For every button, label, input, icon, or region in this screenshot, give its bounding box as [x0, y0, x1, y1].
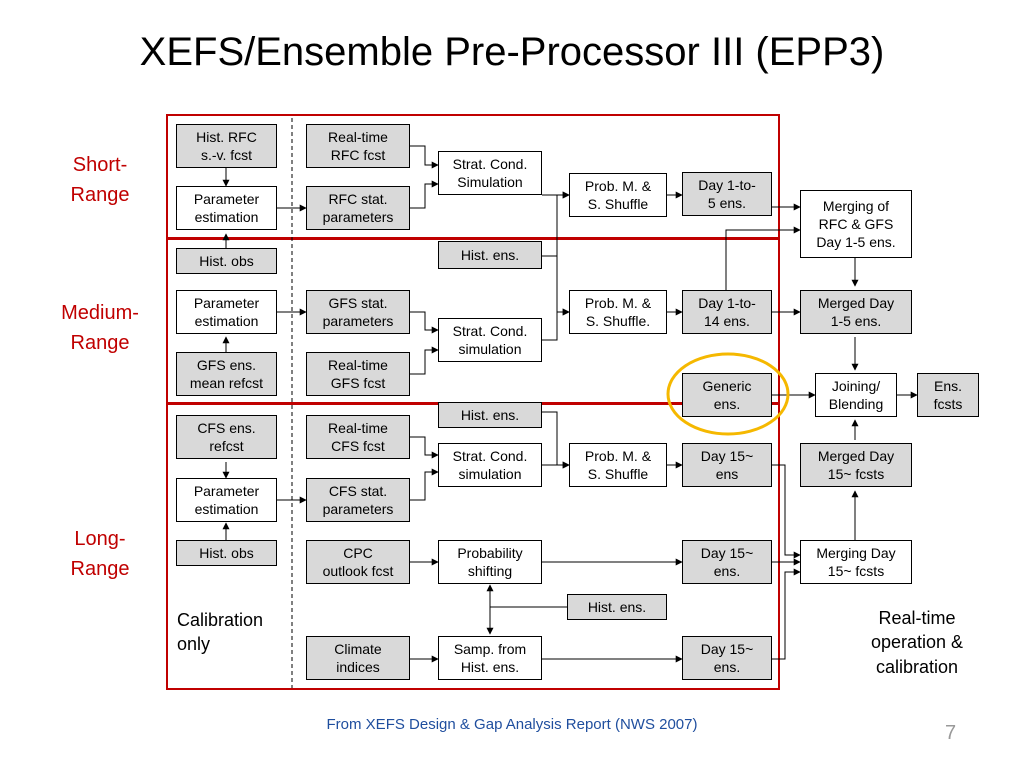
prob-shuffle-box-2: Prob. M. & S. Shuffle.: [569, 290, 667, 334]
merging-day-15-box: Merging Day 15~ fcsts: [800, 540, 912, 584]
realtime-operation-note: Real-time operation & calibration: [870, 608, 964, 677]
gfs-stat-params-box: GFS stat. parameters: [306, 290, 410, 334]
arrow-stratsim2-prob2: [542, 308, 570, 341]
strat-cond-simulation-box-1: Strat. Cond. Simulation: [438, 151, 542, 195]
parameter-estimation-box-2: Parameter estimation: [176, 290, 277, 334]
generic-ens-highlight: [666, 352, 790, 436]
slide-title: XEFS/Ensemble Pre-Processor III (EPP3): [139, 30, 885, 74]
strat-cond-simulation-box-2: Strat. Cond. simulation: [438, 318, 542, 362]
samp-hist-ens-box: Samp. from Hist. ens.: [438, 636, 542, 680]
merged-day-15-box: Merged Day 15~ fcsts: [800, 443, 912, 487]
prob-shuffle-box-1: Prob. M. & S. Shuffle: [569, 173, 667, 217]
medium-range-label: Medium- Range: [61, 302, 139, 354]
hist-ens-box-3: Hist. ens.: [567, 594, 667, 620]
calibration-only-note: Calibration only: [177, 610, 264, 655]
arrow-gfsstat-stratsim2: [410, 311, 439, 334]
hist-ens-box-2: Hist. ens.: [438, 402, 542, 428]
day-1-to-14-ens-box: Day 1-to- 14 ens.: [682, 290, 772, 334]
gfs-ens-refcst-box: GFS ens. mean refcst: [176, 352, 277, 396]
arrow-histens3-probshift: [486, 584, 567, 608]
hist-rfc-box: Hist. RFC s.-v. fcst: [176, 124, 277, 168]
merged-day-1-5-box: Merged Day 1-5 ens.: [800, 290, 912, 334]
arrow-day114-merging: [725, 226, 801, 292]
climate-indices-box: Climate indices: [306, 636, 410, 680]
short-range-label: Short- Range: [70, 154, 130, 206]
arrow-day15c-merging: [772, 568, 801, 660]
realtime-rfc-box: Real-time RFC fcst: [306, 124, 410, 168]
day-15-ens-box-c: Day 15~ ens.: [682, 636, 772, 680]
page-number: 7: [945, 722, 957, 744]
arrow-rtcfs-stratsim3: [410, 436, 439, 459]
cfs-stat-params-box: CFS stat. parameters: [306, 478, 410, 522]
day-15-ens-box-a: Day 15~ ens: [682, 443, 772, 487]
arrow-histens1-prob2: [556, 256, 570, 316]
ens-fcsts-box: Ens. fcsts: [917, 373, 979, 417]
cpc-outlook-box: CPC outlook fcst: [306, 540, 410, 584]
short-range-region: [166, 114, 780, 240]
rfc-stat-params-box: RFC stat. parameters: [306, 186, 410, 230]
arrow-histens2-prob3: [542, 411, 570, 469]
cfs-ens-refcst-box: CFS ens. refcst: [176, 415, 277, 459]
joining-blending-box: Joining/ Blending: [815, 373, 897, 417]
probability-shifting-box: Probability shifting: [438, 540, 542, 584]
arrow-rtrfc-stratsim1: [410, 145, 439, 169]
arrow-cfsstat-stratsim3: [410, 468, 439, 501]
hist-ens-box-1: Hist. ens.: [438, 241, 542, 269]
parameter-estimation-box-1: Parameter estimation: [176, 186, 277, 230]
realtime-gfs-box: Real-time GFS fcst: [306, 352, 410, 396]
hist-obs-box-1: Hist. obs: [176, 248, 277, 274]
arrow-rfcstat-stratsim1: [410, 180, 439, 209]
source-citation: From XEFS Design & Gap Analysis Report (…: [326, 716, 698, 733]
arrow-day15a-merging: [772, 464, 801, 559]
strat-cond-simulation-box-3: Strat. Cond. simulation: [438, 443, 542, 487]
prob-shuffle-box-3: Prob. M. & S. Shuffle: [569, 443, 667, 487]
realtime-cfs-box: Real-time CFS fcst: [306, 415, 410, 459]
merging-rfc-gfs-box: Merging of RFC & GFS Day 1-5 ens.: [800, 190, 912, 258]
hist-obs-box-2: Hist. obs: [176, 540, 277, 566]
generic-ens-box: Generic ens.: [682, 373, 772, 417]
day-1-to-5-ens-box: Day 1-to- 5 ens.: [682, 172, 772, 216]
day-15-ens-box-b: Day 15~ ens.: [682, 540, 772, 584]
arrow-rtgfs-stratsim2: [410, 346, 439, 375]
arrow-histens1-prob1: [542, 191, 570, 257]
parameter-estimation-box-3: Parameter estimation: [176, 478, 277, 522]
long-range-label: Long- Range: [70, 528, 130, 580]
